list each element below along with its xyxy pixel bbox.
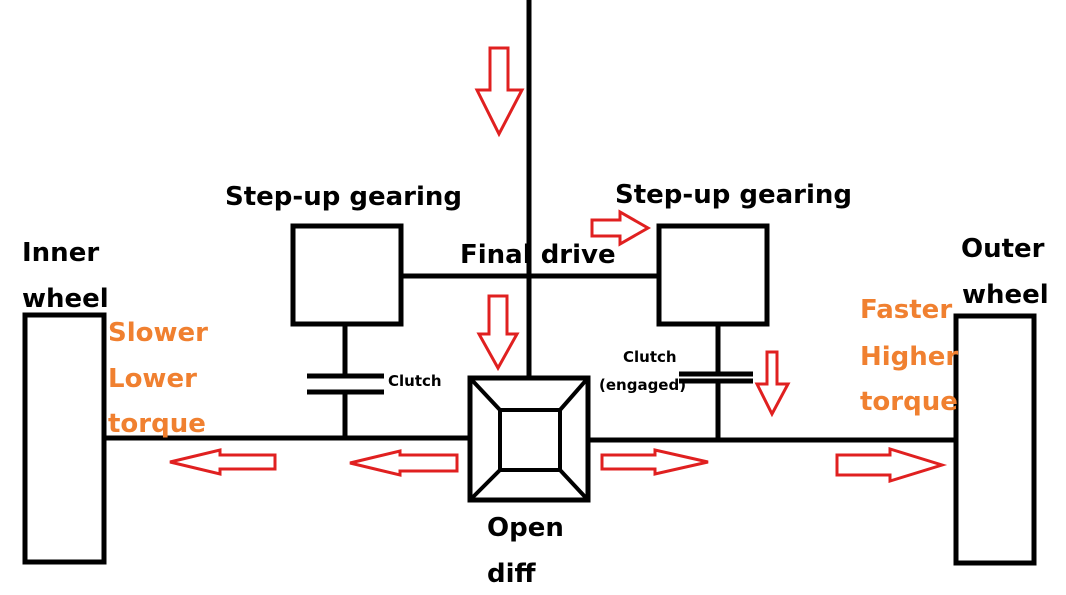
open-diff-label-line2: diff xyxy=(487,559,537,589)
step-up-gearing-right-box xyxy=(656,223,770,327)
clutch-right-label-line2: (engaged) xyxy=(599,376,686,394)
outer-status-torque: torque xyxy=(860,387,958,417)
inner-status-slower: Slower xyxy=(108,318,208,348)
step-up-gearing-right-label: Step-up gearing xyxy=(615,180,852,210)
clutch-left-label: Clutch xyxy=(388,372,442,390)
inner-wheel-label-line1: Inner xyxy=(22,238,99,268)
arrow-to-right-gearing xyxy=(590,209,652,247)
outer-status-higher: Higher xyxy=(860,342,958,372)
outer-status-faster: Faster xyxy=(860,295,952,325)
inner-wheel xyxy=(22,312,107,565)
step-up-gearing-left-box xyxy=(290,223,404,327)
arrow-diff-left xyxy=(349,449,459,477)
outer-wheel xyxy=(953,313,1037,566)
final-drive-label: Final drive xyxy=(460,240,616,270)
arrow-inner-wheel-left xyxy=(169,448,277,476)
clutch-right-label-line1: Clutch xyxy=(623,348,677,366)
inner-status-lower: Lower xyxy=(108,364,197,394)
inner-wheel-label-line2: wheel xyxy=(22,284,109,314)
arrow-diff-down xyxy=(476,294,520,372)
outer-wheel-label-line1: Outer xyxy=(961,234,1045,264)
arrow-outer-wheel-right xyxy=(835,446,948,484)
arrow-input-down xyxy=(474,46,525,138)
inner-status-torque: torque xyxy=(108,409,206,439)
outer-wheel-label-line2: wheel xyxy=(962,280,1049,310)
step-up-gearing-left-label: Step-up gearing xyxy=(225,182,462,212)
arrow-diff-right xyxy=(600,448,709,476)
open-diff-label-line1: Open xyxy=(487,513,564,543)
open-diff-box xyxy=(467,375,591,503)
arrow-clutch-right-down xyxy=(754,350,791,418)
